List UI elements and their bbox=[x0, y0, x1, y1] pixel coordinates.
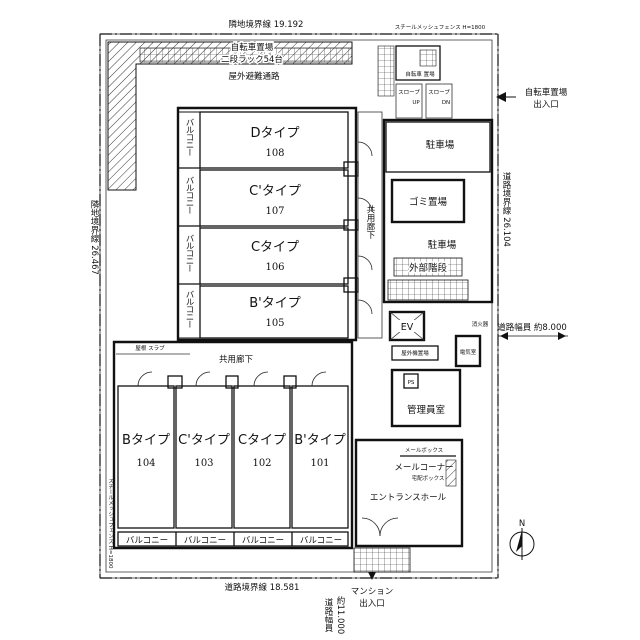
parking-upper bbox=[385, 121, 491, 173]
unit-type-103: C'タイプ bbox=[178, 433, 230, 448]
unit-number-107: 107 bbox=[265, 206, 284, 217]
balcony-label-108: バルコニー bbox=[184, 118, 194, 156]
ev-label: EV bbox=[401, 322, 414, 333]
ev-shaft bbox=[388, 310, 426, 342]
upper-corridor-label: 共用廊下 bbox=[365, 205, 375, 240]
parking-upper-label: 駐車場 bbox=[426, 139, 455, 151]
slope-left bbox=[395, 83, 423, 119]
ps-label: PS bbox=[408, 380, 415, 386]
road-south-label-1: 道路幅員 bbox=[323, 597, 333, 633]
unit-101 bbox=[291, 385, 349, 529]
unit-type-107: C'タイプ bbox=[249, 184, 301, 199]
lower-block-outline bbox=[112, 340, 354, 550]
unit-type-104: Bタイプ bbox=[122, 433, 170, 448]
entrance-mat bbox=[353, 547, 411, 573]
unit-106 bbox=[199, 227, 349, 285]
dn-label: DN bbox=[442, 100, 450, 106]
balcony-label-105: バルコニー bbox=[184, 290, 194, 328]
manager-room bbox=[390, 368, 462, 428]
unit-number-101: 101 bbox=[310, 458, 329, 469]
north-boundary-label: 隣地境界線 19.192 bbox=[229, 19, 304, 30]
parking-lower-label: 駐車場 bbox=[428, 239, 457, 251]
ext-stairs bbox=[393, 257, 463, 277]
unit-108 bbox=[199, 111, 349, 169]
elec-room bbox=[454, 334, 482, 368]
mansion-entrance-label-2: 出入口 bbox=[359, 598, 385, 609]
entrance-hall-label: エントランスホール bbox=[370, 493, 447, 503]
mansion-entrance-arrow-icon bbox=[368, 572, 376, 580]
outdoor-control-label: 屋外機置場 bbox=[401, 349, 429, 357]
fire-box bbox=[462, 346, 464, 348]
ms-box bbox=[391, 345, 439, 361]
garbage-room bbox=[390, 178, 466, 224]
slope-right bbox=[425, 83, 453, 119]
unit-number-108: 108 bbox=[265, 148, 284, 159]
right-service-block bbox=[382, 118, 494, 304]
mailbox-label: メールボックス bbox=[405, 446, 443, 454]
bike-parking-top bbox=[395, 45, 441, 81]
east-boundary-label: 道路境界線 26.104 bbox=[501, 171, 511, 246]
bike-parking-label-2: 二段ラック54台 bbox=[221, 54, 283, 65]
garbage-label: ゴミ置場 bbox=[409, 196, 448, 208]
north-label: N bbox=[519, 519, 525, 529]
unit-104 bbox=[117, 385, 175, 529]
slope-label-right: スロープ bbox=[428, 89, 450, 96]
bike-entrance-label-2: 出入口 bbox=[533, 99, 559, 110]
outdoor-path-label: 屋外避難通路 bbox=[228, 71, 280, 82]
slope-label-left: スロープ bbox=[398, 89, 420, 96]
ext-stairs-label: 外部階段 bbox=[409, 262, 448, 274]
unit-type-101: B'タイプ bbox=[294, 433, 346, 448]
bike-entrance-arrow-icon bbox=[496, 92, 506, 102]
west-boundary-label: 隣地境界線 26.467 bbox=[89, 199, 99, 274]
balcony-label-104: バルコニー bbox=[126, 536, 168, 546]
south-boundary-label: 道路境界線 18.581 bbox=[225, 582, 300, 593]
unit-number-105: 105 bbox=[265, 318, 284, 329]
manager-label: 管理員室 bbox=[407, 404, 445, 416]
unit-number-103: 103 bbox=[194, 458, 213, 469]
entrance-core-outline bbox=[354, 438, 464, 548]
left-bottom-note: スチールメッシュフェンス H=1800 bbox=[107, 478, 114, 569]
road-east-label: 道路幅員 約8.000 bbox=[497, 322, 567, 333]
unit-103 bbox=[175, 385, 233, 529]
unit-type-102: Cタイプ bbox=[238, 433, 286, 448]
balcony-label-102: バルコニー bbox=[242, 536, 284, 546]
balcony-label-101: バルコニー bbox=[300, 536, 342, 546]
balcony-label-107: バルコニー bbox=[184, 176, 194, 214]
unit-type-108: Dタイプ bbox=[250, 126, 299, 141]
mb-box bbox=[225, 375, 239, 389]
balcony-label-103: バルコニー bbox=[184, 536, 226, 546]
unit-type-105: B'タイプ bbox=[249, 296, 301, 311]
bike-top-label: 自転車 置場 bbox=[405, 70, 435, 78]
mb-box bbox=[167, 375, 183, 389]
elec-room-label: 電気室 bbox=[460, 348, 477, 356]
unit-type-106: Cタイプ bbox=[251, 240, 299, 255]
top-right-note: スチールメッシュフェンス H=1800 bbox=[395, 24, 486, 31]
mansion-entrance-label-1: マンション bbox=[351, 587, 394, 597]
road-south-label-2: 約11.000 bbox=[335, 595, 345, 634]
unit-number-104: 104 bbox=[136, 458, 155, 469]
up-label: UP bbox=[412, 100, 420, 106]
bike-rack bbox=[139, 47, 353, 63]
mail-corner-label: メールコーナー bbox=[394, 463, 453, 473]
upper-corridor bbox=[357, 111, 383, 339]
fire-box-label: 消火器 bbox=[472, 320, 489, 328]
bike-entrance-label-1: 自転車置場 bbox=[525, 87, 568, 98]
bike-parking-label-1: 自転車置場 bbox=[231, 42, 274, 53]
delivery-box-label: 宅配ボックス bbox=[412, 474, 445, 482]
lower-roof-note: 屋根 スラブ bbox=[135, 344, 165, 352]
unit-102 bbox=[233, 385, 291, 529]
balcony-row bbox=[117, 531, 349, 547]
mb-box bbox=[283, 375, 297, 389]
unit-number-102: 102 bbox=[252, 458, 271, 469]
balcony-label-106: バルコニー bbox=[184, 234, 194, 272]
unit-107 bbox=[199, 169, 349, 227]
ps-box bbox=[403, 373, 419, 389]
north-arrow-icon bbox=[516, 530, 522, 552]
lower-corridor-label: 共用廊下 bbox=[219, 354, 254, 365]
unit-number-106: 106 bbox=[265, 262, 284, 273]
unit-105 bbox=[199, 285, 349, 339]
stair-hatch bbox=[387, 279, 469, 301]
